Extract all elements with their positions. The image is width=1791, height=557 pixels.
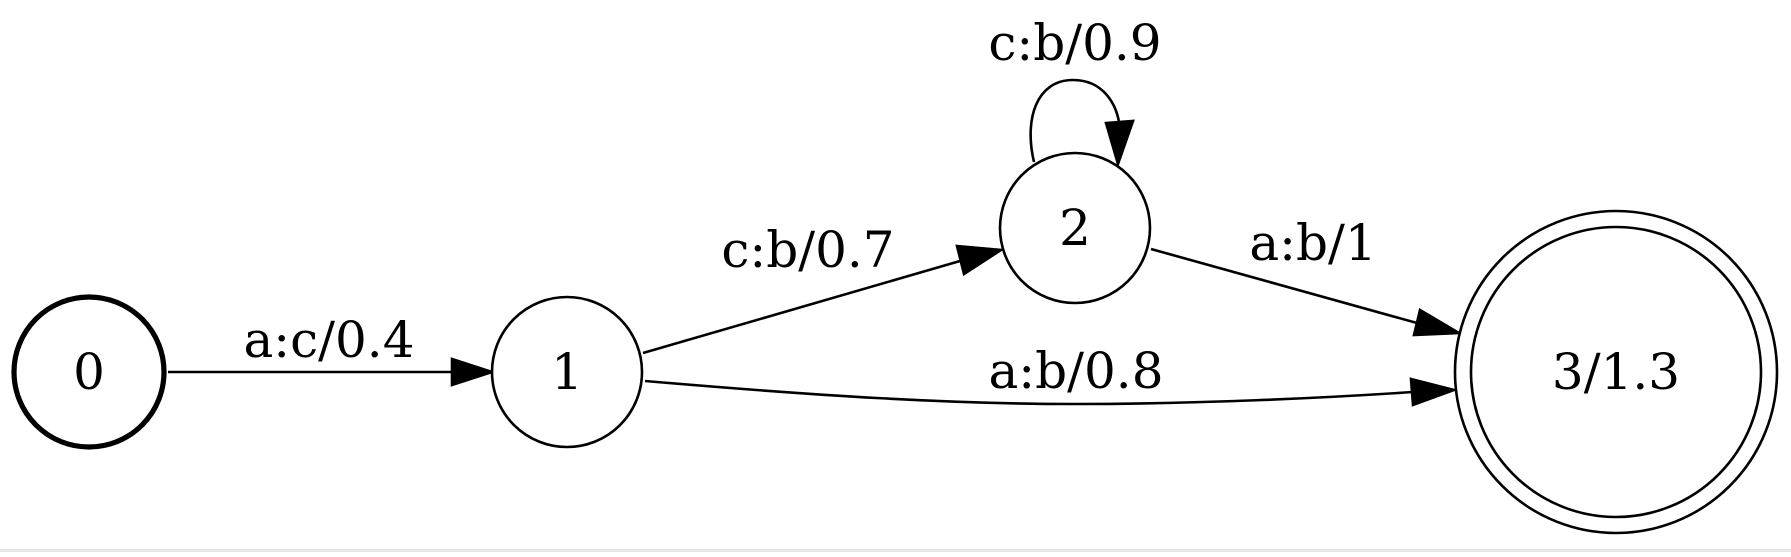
- bottom-divider: [0, 549, 1791, 552]
- state-1: 1: [490, 295, 644, 449]
- edge-2-to-2-line: [1029, 78, 1121, 163]
- edge-1-to-3: a:b/0.8: [644, 342, 1459, 407]
- edge-2-to-2: c:b/0.9: [988, 14, 1162, 169]
- state-2-circle: [998, 151, 1152, 305]
- state-2: 2: [998, 151, 1152, 305]
- edge-1-to-2-arrowhead: [955, 244, 1005, 277]
- edge-1-to-3-line: [644, 379, 1414, 406]
- state-1-circle: [490, 295, 644, 449]
- edge-0-to-1: a:c/0.4: [168, 311, 497, 387]
- edge-2-to-3-arrowhead: [1412, 307, 1464, 337]
- edge-2-to-2-arrowhead: [1104, 119, 1135, 169]
- edge-1-to-3-label: a:b/0.8: [988, 342, 1163, 400]
- edge-1-to-2: c:b/0.7: [642, 221, 1005, 355]
- edge-2-to-3-label: a:b/1: [1249, 214, 1376, 272]
- state-3-inner-circle: [1469, 225, 1763, 519]
- state-0-label: 0: [73, 343, 105, 401]
- edge-1-to-2-label: c:b/0.7: [721, 221, 894, 279]
- state-3-label: 3/1.3: [1552, 343, 1680, 401]
- state-0: 0: [11, 294, 167, 450]
- edge-2-to-3-line: [1150, 247, 1418, 325]
- edge-0-to-1-label: a:c/0.4: [243, 311, 414, 369]
- edge-2-to-3: a:b/1: [1150, 214, 1464, 337]
- state-2-label: 2: [1059, 199, 1091, 257]
- state-1-label: 1: [551, 343, 583, 401]
- edge-1-to-2-line: [642, 259, 961, 355]
- edge-1-to-3-arrowhead: [1409, 377, 1459, 407]
- edge-2-to-2-label: c:b/0.9: [988, 14, 1161, 72]
- edge-0-to-1-arrowhead: [450, 357, 497, 387]
- state-0-circle: [11, 294, 167, 450]
- state-3: 3/1.3: [1453, 209, 1779, 535]
